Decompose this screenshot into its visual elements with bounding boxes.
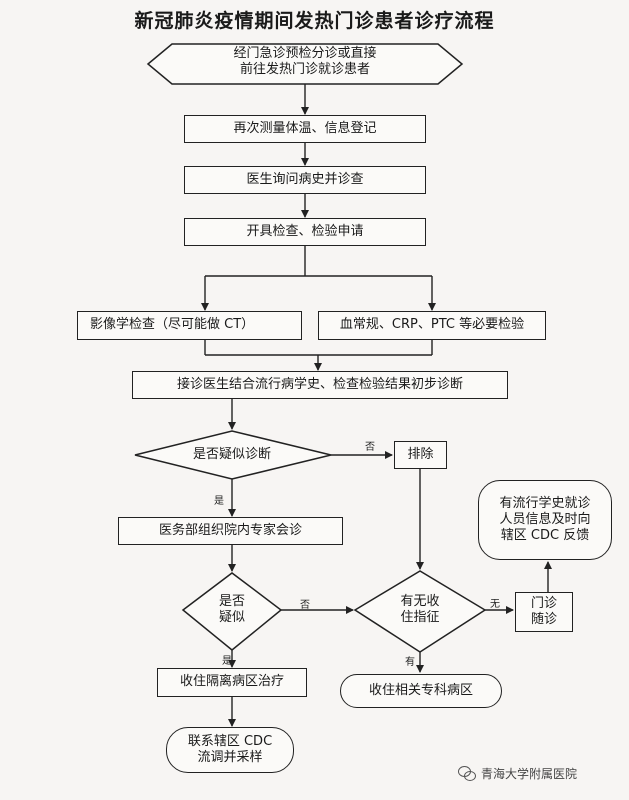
followup-node: 门诊 随诊: [515, 592, 573, 632]
followup-line2: 随诊: [530, 612, 557, 627]
start-node: 经门急诊预检分诊或直接 前往发热门诊就诊患者: [172, 46, 438, 79]
exclude-node: 排除: [394, 441, 447, 469]
wechat-icon: [458, 765, 476, 781]
edge-label-yes-1: 是: [214, 496, 224, 507]
edge-label-no-2: 否: [300, 600, 310, 611]
cdc-report-node: 有流行学史就诊 人员信息及时向 辖区 CDC 反馈: [478, 480, 612, 560]
start-node-line1: 经门急诊预检分诊或直接: [233, 46, 377, 61]
watermark-text: 青海大学附属医院: [481, 766, 578, 781]
followup-line1: 门诊: [530, 595, 557, 611]
edge-label-have: 有: [405, 657, 415, 668]
doubt-question-line1: 是否: [218, 594, 245, 609]
cdc-report-line2: 人员信息及时向: [499, 511, 591, 527]
indication-question-line1: 有无收: [400, 594, 440, 609]
exam-request-node: 开具检查、检验申请: [184, 218, 426, 246]
preliminary-diagnosis-node: 接诊医生结合流行病学史、检查检验结果初步诊断: [132, 371, 508, 399]
watermark: 青海大学附属医院: [458, 764, 577, 782]
cdc-sampling-node: 联系辖区 CDC 流调并采样: [166, 727, 294, 773]
start-node-line2: 前往发热门诊就诊患者: [239, 62, 370, 78]
cdc-report-line1: 有流行学史就诊: [499, 495, 591, 511]
page-title: 新冠肺炎疫情期间发热门诊患者诊疗流程: [134, 10, 495, 32]
cdc-sampling-line2: 流调并采样: [197, 750, 263, 765]
edge-label-no-1: 否: [365, 442, 375, 453]
doubt-question: 是否 疑似: [202, 594, 262, 627]
isolation-ward-node: 收住隔离病区治疗: [157, 668, 307, 697]
cdc-report-line3: 辖区 CDC 反馈: [500, 528, 590, 544]
cdc-sampling-line1: 联系辖区 CDC: [187, 733, 273, 749]
suspect-question: 是否疑似诊断: [192, 447, 271, 462]
start-shape: [146, 43, 464, 85]
edge-label-yes-2: 是: [222, 656, 232, 667]
indication-question-line2: 住指征: [400, 610, 440, 626]
history-node: 医生询问病史并诊查: [184, 166, 426, 194]
doubt-question-line2: 疑似: [218, 610, 245, 626]
blood-test-node: 血常规、CRP、PTC 等必要检验: [318, 311, 546, 340]
edge-label-none: 无: [490, 599, 500, 610]
specialty-ward-node: 收住相关专科病区: [340, 674, 502, 708]
remeasure-node: 再次测量体温、信息登记: [184, 115, 426, 143]
consult-node: 医务部组织院内专家会诊: [118, 517, 343, 545]
indication-question: 有无收 住指征: [380, 594, 460, 627]
imaging-node: 影像学检查（尽可能做 CT）: [77, 311, 302, 340]
